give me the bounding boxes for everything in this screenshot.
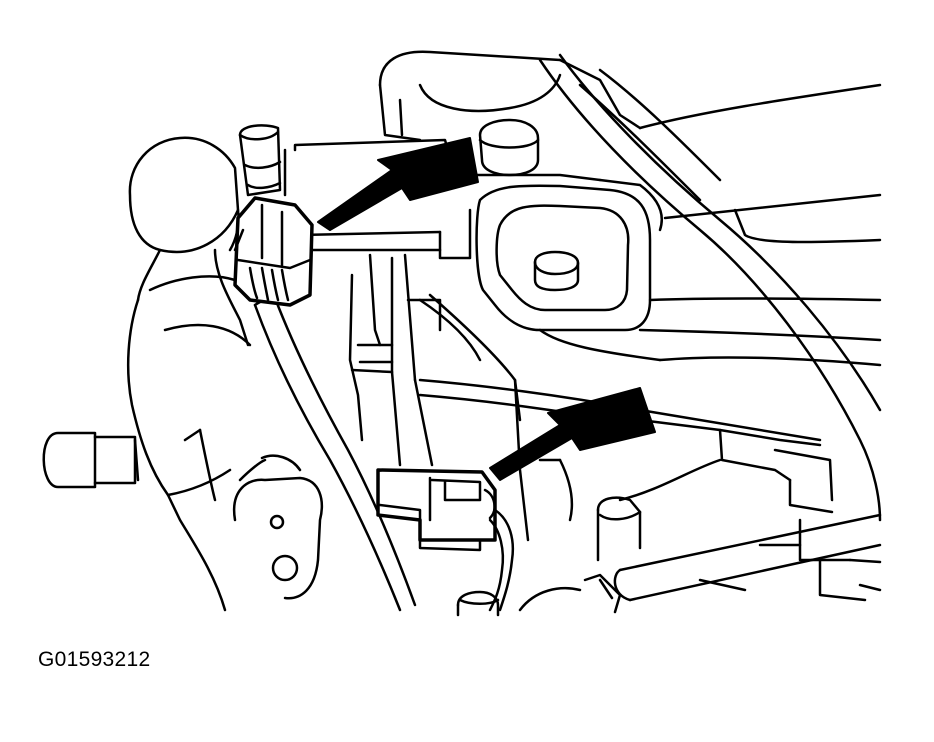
right-structure [538,58,882,602]
upper-callout-arrow [317,137,479,231]
left-housing [42,136,324,612]
vent-tube [238,124,282,197]
upper-connector [233,196,314,307]
lower-connector [376,468,514,612]
figure-id-label: G01593212 [38,648,151,671]
central-block [283,138,602,467]
bolt-boss [378,50,652,332]
diagonal-hoses [538,53,882,522]
lower-callout-arrow [489,387,656,481]
lower-right-tube [518,496,882,614]
bottom-fitting [456,590,500,617]
